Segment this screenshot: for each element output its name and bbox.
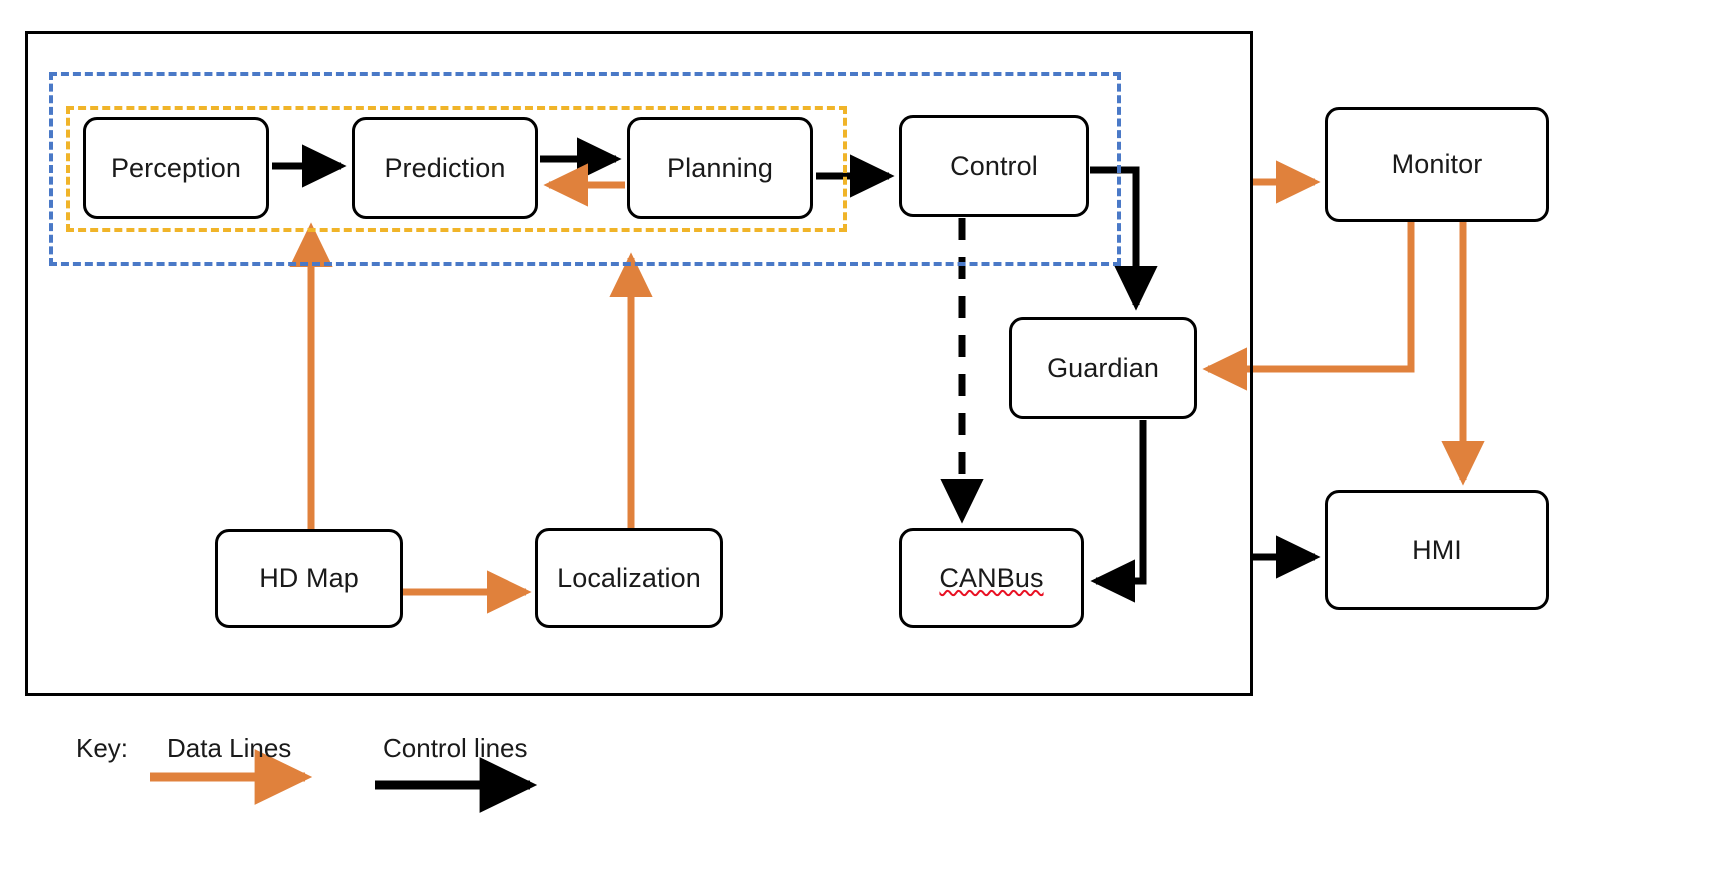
- legend-control-label: Control lines: [383, 733, 528, 763]
- node-planning[interactable]: Planning: [627, 117, 813, 219]
- node-hd-map[interactable]: HD Map: [215, 529, 403, 628]
- node-label-planning: Planning: [667, 152, 773, 183]
- node-label-canbus: CANBus: [939, 562, 1044, 593]
- node-control[interactable]: Control: [899, 115, 1089, 217]
- node-label-hd-map: HD Map: [259, 563, 359, 593]
- node-label-prediction: Prediction: [384, 152, 506, 183]
- planning-pipeline-group: [66, 106, 847, 232]
- node-canbus[interactable]: CANBus: [899, 528, 1084, 628]
- node-label-hmi: HMI: [1412, 534, 1462, 565]
- edge-monitor-to-guardian: [1202, 222, 1415, 391]
- legend-key-label: Key:: [76, 733, 129, 763]
- node-prediction[interactable]: Prediction: [352, 117, 538, 219]
- edge-control-to-guardian: [1090, 166, 1158, 311]
- autonomy-stack-group: [49, 72, 1121, 266]
- node-label-monitor: Monitor: [1391, 149, 1483, 179]
- node-localization[interactable]: Localization: [535, 528, 723, 628]
- node-perception[interactable]: Perception: [83, 117, 269, 219]
- vehicle-system-boundary: [25, 31, 1253, 696]
- node-guardian[interactable]: Guardian: [1009, 317, 1197, 419]
- edge-guardian-to-canbus: [1090, 420, 1147, 603]
- node-monitor[interactable]: Monitor: [1325, 107, 1549, 222]
- node-hmi[interactable]: HMI: [1325, 490, 1549, 610]
- legend-data-label: Data Lines: [167, 733, 292, 763]
- node-label-localization: Localization: [557, 562, 701, 593]
- node-label-guardian: Guardian: [1047, 352, 1159, 383]
- node-label-control: Control: [950, 150, 1038, 181]
- node-label-perception: Perception: [110, 152, 242, 183]
